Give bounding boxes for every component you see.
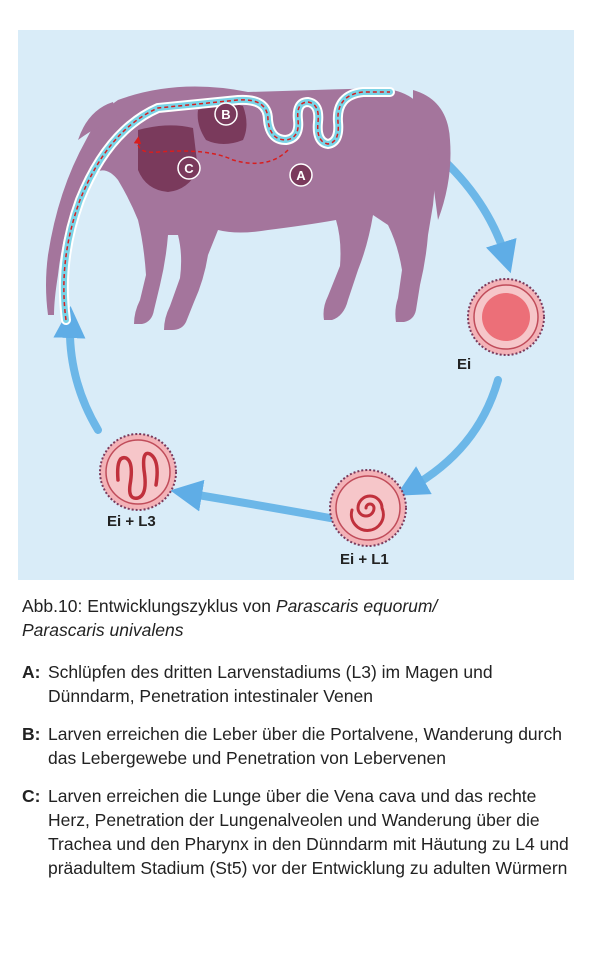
life-cycle-figure: A B C Ei Ei + L1 Ei + L3 xyxy=(18,30,574,580)
legend-item-a: A: Schlüpfen des dritten Larvenstadiums … xyxy=(22,660,582,708)
legend-item-c: C: Larven erreichen die Lunge über die V… xyxy=(22,784,582,880)
intestinal-tract xyxy=(58,87,395,325)
migration-path xyxy=(63,91,390,321)
arrow-l1-to-l3 xyxy=(170,479,334,522)
marker-c: C xyxy=(177,156,201,180)
egg-l1-stage xyxy=(329,469,407,547)
figure-caption: Abb.10: Entwicklungszyklus von Parascari… xyxy=(22,594,582,642)
caption-number: Abb.10: xyxy=(22,596,83,616)
egg-stage xyxy=(467,278,545,356)
marker-c-label: C xyxy=(184,161,194,176)
horse-silhouette xyxy=(46,86,451,330)
egg-l3-label: Ei + L3 xyxy=(107,513,156,530)
legend-key-c: C: xyxy=(22,786,41,806)
egg-l1-label: Ei + L1 xyxy=(340,551,389,568)
horse-mane xyxy=(78,102,118,140)
marker-b-label: B xyxy=(221,107,230,122)
arrow-egg-to-l1 xyxy=(396,376,502,496)
egg-label: Ei xyxy=(457,356,472,373)
marker-a: A xyxy=(289,163,313,187)
life-cycle-diagram: A B C xyxy=(46,86,545,547)
caption-species-1: Parascaris equorum/ xyxy=(275,596,438,616)
caption-species-2: Parascaris univalens xyxy=(22,620,184,640)
legend-items: A: Schlüpfen des dritten Larvenstadiums … xyxy=(22,660,582,894)
migration-loop xyxy=(133,136,289,165)
arrow-l3-to-horse xyxy=(53,306,102,434)
legend-key-b: B: xyxy=(22,724,41,744)
marker-b: B xyxy=(214,102,238,126)
horse-tail xyxy=(413,90,451,220)
l3-larva-coil xyxy=(115,451,159,500)
l1-larva-spiral xyxy=(349,494,385,532)
caption-text: Entwicklungszyklus von xyxy=(82,596,276,616)
legend-key-a: A: xyxy=(22,662,41,682)
egg-l3-stage xyxy=(99,433,177,511)
legend-item-b: B: Larven erreichen die Leber über die P… xyxy=(22,722,582,770)
legend-text-c: Larven erreichen die Lunge über die Vena… xyxy=(48,786,569,878)
marker-a-label: A xyxy=(296,168,306,183)
legend-text-b: Larven erreichen die Leber über die Port… xyxy=(48,724,562,768)
legend-text-a: Schlüpfen des dritten Larvenstadiums (L3… xyxy=(48,662,493,706)
